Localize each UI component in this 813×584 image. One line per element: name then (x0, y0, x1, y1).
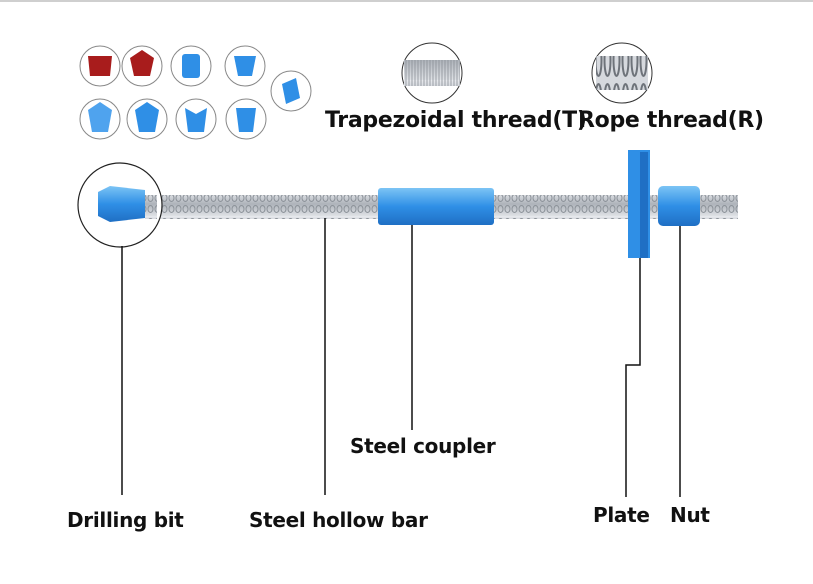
bit-variant-icon (175, 98, 217, 140)
leader-lines (121, 218, 681, 497)
trapezoidal-thread-sample-icon (401, 42, 463, 104)
bit-variant-icon (225, 98, 267, 140)
bit-variant-icon (270, 70, 312, 112)
drill-bit-detail (77, 162, 163, 248)
bit-variant-icon (121, 45, 163, 87)
bit-variant-icon (224, 45, 266, 87)
bit-variant-icon (79, 98, 121, 140)
trapezoidal-thread-label: Trapezoidal thread(T) (325, 108, 587, 133)
drill-bit-variants (79, 45, 312, 140)
steel-hollow-bar-label: Steel hollow bar (249, 508, 428, 532)
bit-variant-icon (126, 98, 168, 140)
steel-coupler (378, 188, 494, 225)
nut (658, 186, 700, 226)
rope-thread-label: Rope thread(R) (578, 108, 764, 133)
bit-variant-icon (170, 45, 212, 87)
plate-leader (625, 258, 641, 497)
plate-label: Plate (593, 503, 650, 527)
nut-label: Nut (670, 503, 710, 527)
rope-thread-sample-icon (591, 42, 653, 104)
drilling-bit-label: Drilling bit (67, 508, 184, 532)
bit-variant-icon (79, 45, 121, 87)
steel-coupler-label: Steel coupler (350, 434, 496, 458)
